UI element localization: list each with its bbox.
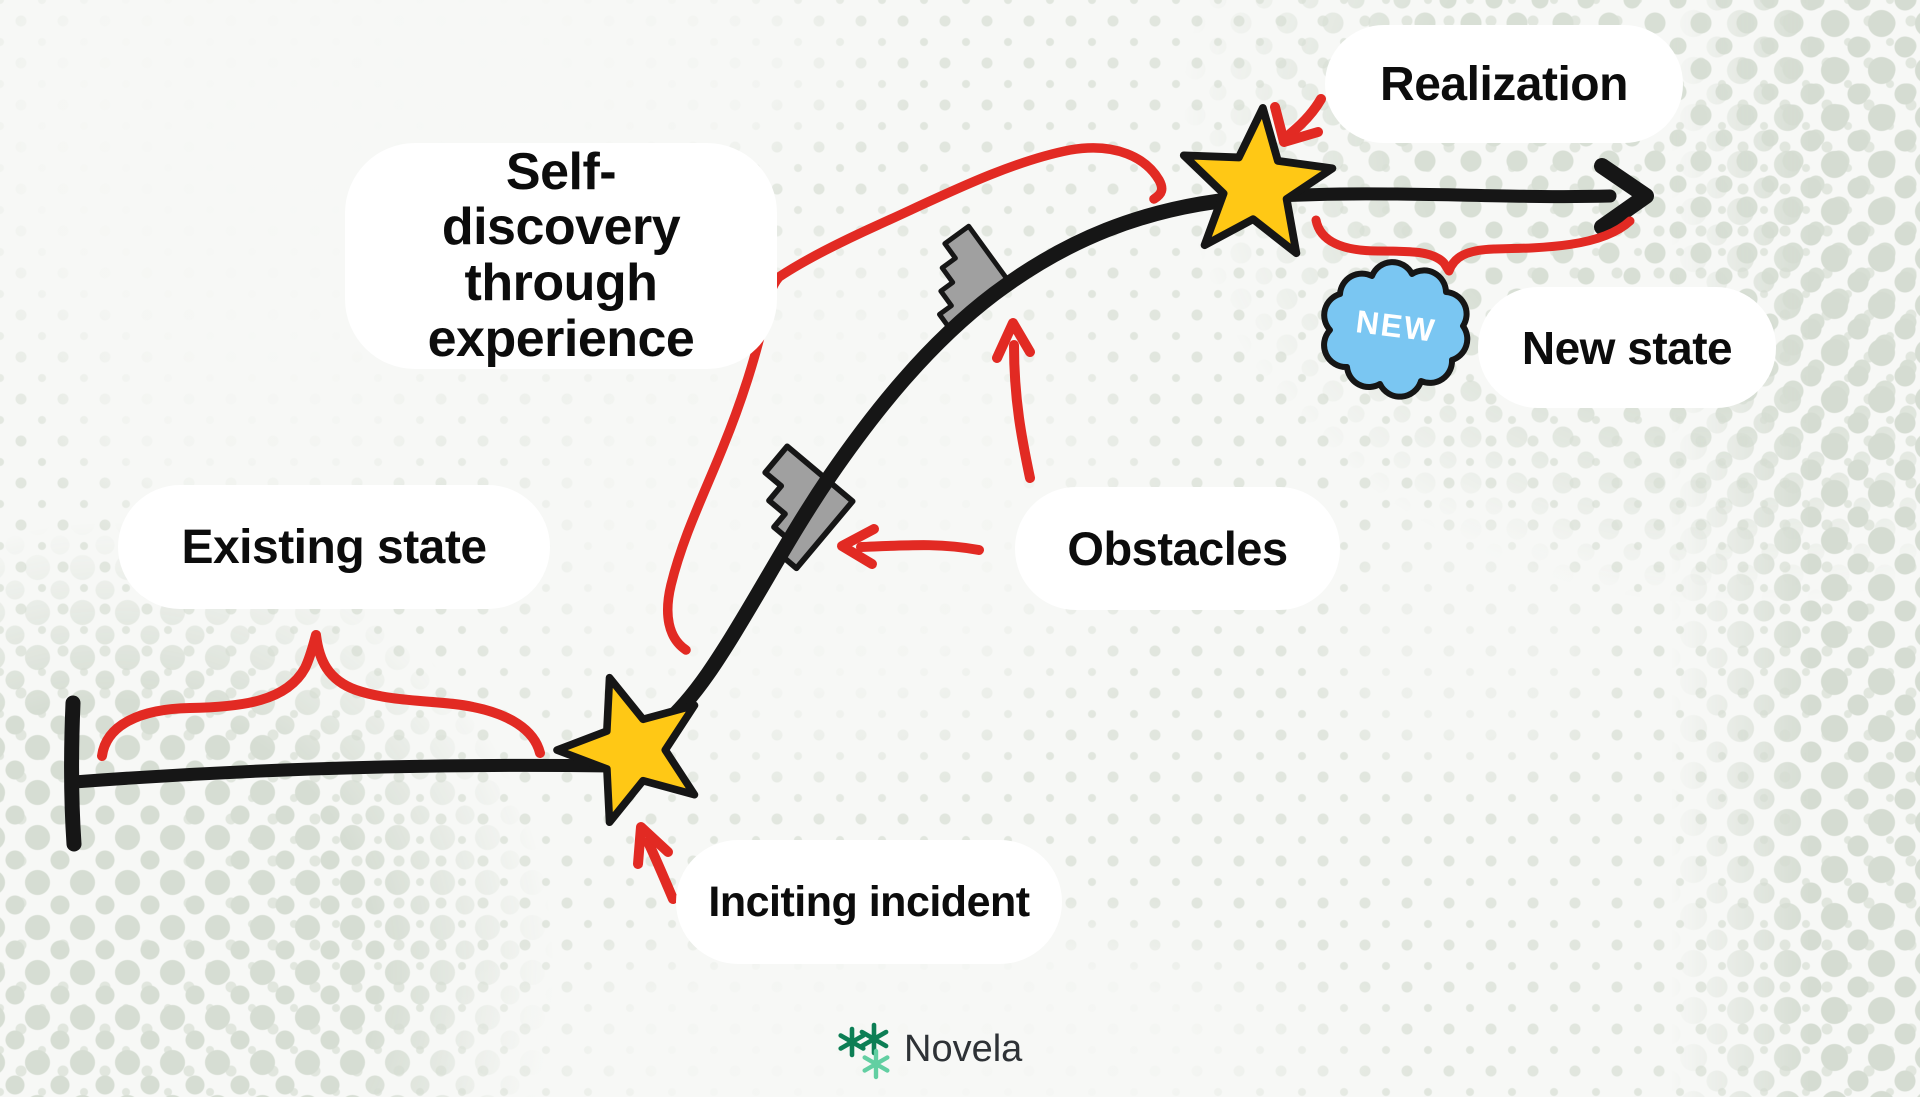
background-fade — [1300, 480, 1640, 810]
cloud-new-icon — [1321, 259, 1471, 400]
novela-logo-text: Novela — [904, 1027, 1023, 1070]
label-new-state-text: New state — [1521, 321, 1733, 374]
label-realization-text: Realization — [1380, 57, 1628, 111]
realization-arrow — [1285, 94, 1326, 139]
timeline-start-tick — [64, 695, 82, 852]
inciting-incident-star-icon — [553, 673, 699, 827]
label-obstacles-text: Obstacles — [1067, 522, 1288, 575]
realization-brace-icon — [1311, 215, 1635, 276]
existing-state-line — [67, 758, 619, 789]
new-state-line — [1255, 187, 1617, 204]
realization-star-icon — [1179, 103, 1337, 258]
existing-state-brace-icon — [97, 630, 545, 761]
label-existing-state: Existing state — [118, 485, 550, 609]
inciting-arrowhead-icon — [633, 822, 673, 869]
inciting-arrow — [643, 837, 678, 904]
label-self-discovery-text: Self- discovery through experience — [427, 142, 695, 368]
label-self-discovery: Self- discovery through experience — [345, 143, 777, 369]
obstacles-left-arrow — [856, 540, 984, 555]
self-discovery-brace-icon — [663, 143, 1167, 655]
obstacles-left-arrowhead-icon — [837, 524, 879, 569]
timeline-arrowhead-icon — [1594, 158, 1654, 235]
label-inciting-incident-text: Inciting incident — [708, 877, 1030, 926]
novela-logo: Novela — [836, 1018, 1022, 1080]
novela-logo-icon — [838, 1022, 890, 1080]
label-realization: Realization — [1325, 25, 1683, 143]
obstacles-up-arrow — [1009, 340, 1035, 483]
obstacles-up-arrowhead-icon — [992, 318, 1035, 363]
story-curve — [614, 189, 1270, 765]
label-obstacles: Obstacles — [1015, 487, 1340, 610]
label-existing-state-text: Existing state — [181, 520, 487, 574]
label-new-state: New state — [1478, 287, 1776, 408]
realization-arrowhead-icon — [1270, 102, 1323, 147]
halftone-dots-right-edge — [1670, 0, 1920, 1097]
obstacle-icon — [937, 223, 1015, 333]
label-inciting-incident: Inciting incident — [676, 840, 1062, 964]
